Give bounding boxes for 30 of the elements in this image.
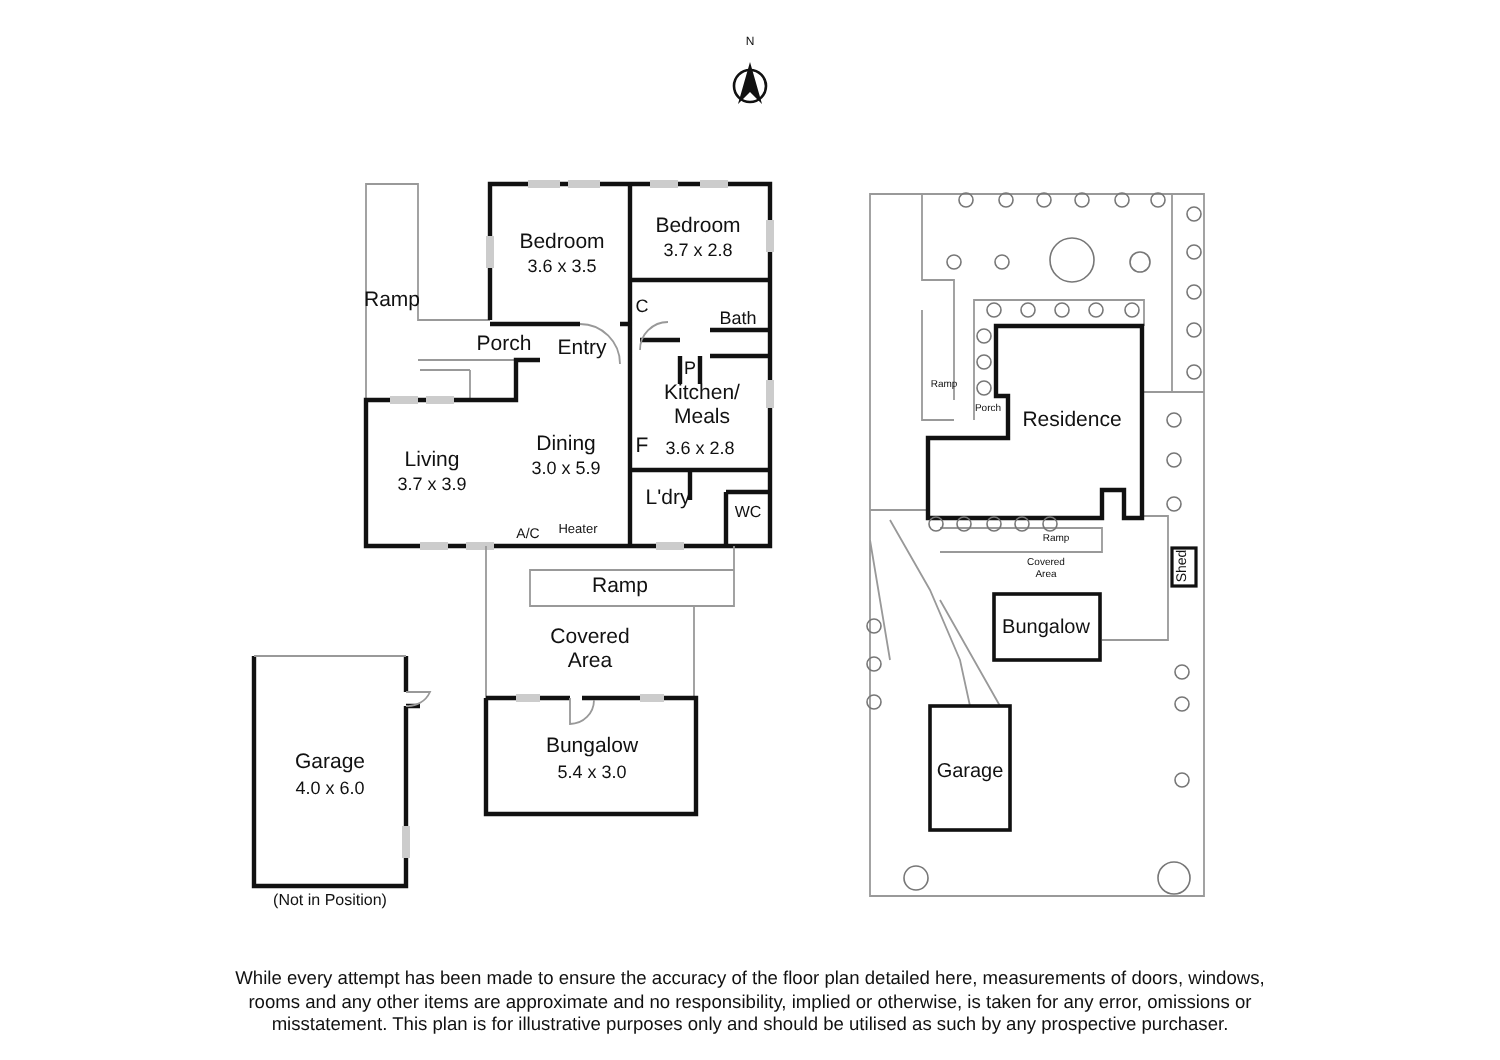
room-dimensions: 3.7 x 3.9 (397, 476, 467, 496)
room-label: P (684, 360, 696, 380)
room-label: Ramp (592, 576, 648, 600)
room-dimensions: 4.0 x 6.0 (295, 780, 365, 800)
room-label: Bedroom (519, 232, 605, 256)
room-label: Ramp (364, 290, 420, 314)
site-label: Garage (936, 761, 1004, 783)
room-dimensions: 3.6 x 2.8 (665, 440, 735, 460)
room-label: Garage (294, 752, 366, 776)
room-label: F (635, 436, 649, 460)
room-label: Kitchen/ Meals (662, 382, 742, 430)
site-label: Residence (1022, 410, 1122, 434)
room-dimensions: 3.6 x 3.5 (527, 258, 597, 278)
room-dimensions: 3.0 x 5.9 (531, 460, 601, 480)
room-label: Living (404, 450, 460, 474)
room-label: Bungalow (545, 736, 639, 760)
room-dimensions: 5.4 x 3.0 (557, 764, 627, 784)
site-label: Bungalow (1002, 617, 1090, 639)
room-label: Covered Area (548, 626, 632, 674)
room-label: Bedroom (655, 216, 741, 240)
room-label: Dining (536, 434, 596, 458)
note-text: (Not in Position) (273, 893, 387, 911)
room-label: L'dry (645, 488, 691, 512)
room-label: Porch (476, 334, 532, 358)
room-label: Entry (557, 338, 607, 362)
room-dimensions: 3.7 x 2.8 (663, 242, 733, 262)
room-label: Bath (719, 310, 757, 330)
room-label: C (635, 298, 649, 318)
disclaimer-text: While every attempt has been made to ensure the accuracy of the floor plan detailed here, measurements of doors, windows, rooms and any other items are approximate and no responsibility, implied or otherwise, is taken for any error, omissions or misstatement. This plan is for illustrative purposes only and should be utilised as such by any prospective purchaser. (233, 968, 1267, 1038)
room-label: WC (734, 505, 762, 523)
